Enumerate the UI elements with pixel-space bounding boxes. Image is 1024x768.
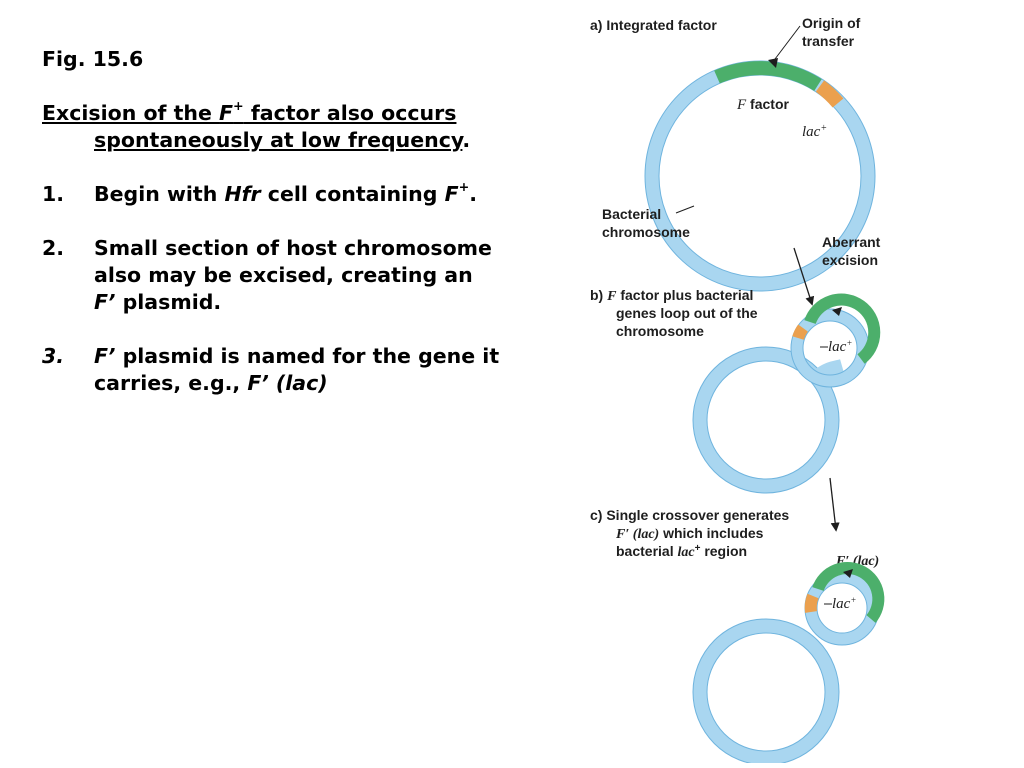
item-number: 2. xyxy=(42,236,65,260)
origin-arrow-icon-b xyxy=(832,307,842,316)
panel-c-line3: bacterial lac+ region xyxy=(616,543,747,560)
list-item-1: 1. Begin with Hfr cell containing F+. xyxy=(42,179,478,206)
bacterial-chromosome-c xyxy=(692,618,840,763)
f-factor-segment xyxy=(714,61,822,91)
origin-label-1: Origin of xyxy=(802,15,861,31)
f-factor-segment-b xyxy=(804,293,881,364)
lac-label-a: lac+ xyxy=(802,123,827,140)
f-factor-segment-c xyxy=(812,562,885,623)
lac-segment xyxy=(815,80,844,108)
heading-line1: Excision of the F+ factor also occurs xyxy=(42,98,457,125)
panel-c-line2: F′ (lac) which includes xyxy=(615,525,764,542)
f-factor-excision-diagram: a) Integrated factor Origin of transfer … xyxy=(590,15,885,763)
arrow-a-to-b xyxy=(793,247,815,306)
slide-text: Fig. 15.6 Excision of the F+ factor also… xyxy=(42,46,562,424)
aberrant-label-2: excision xyxy=(822,252,878,268)
fig-label: Fig. 15.6 xyxy=(42,47,144,71)
lac-label-c: lac+ xyxy=(832,595,856,612)
list-item-3: 3. F’ plasmid is named for the gene it c… xyxy=(42,344,500,395)
fprime-plasmid xyxy=(804,562,885,646)
panel-b-line2: genes loop out of the xyxy=(616,305,758,321)
panel-a-title: a) Integrated factor xyxy=(590,17,717,33)
panel-b-line1: b) F factor plus bacterial xyxy=(590,287,753,304)
lac-label-b: lac+ xyxy=(828,338,852,355)
list-item-2: 2. Small section of host chromosome also… xyxy=(42,236,492,314)
panel-c-line1: c) Single crossover generates xyxy=(590,507,789,523)
item-number: 1. xyxy=(42,182,65,206)
origin-arrow-icon xyxy=(768,58,778,68)
origin-label-2: transfer xyxy=(802,33,855,49)
origin-leader-line xyxy=(771,25,801,64)
bacterial-label-2: chromosome xyxy=(602,224,690,240)
item-number: 3. xyxy=(42,344,65,368)
arrow-b-to-c xyxy=(829,477,840,532)
lac-segment-b xyxy=(792,324,808,340)
aberrant-label-1: Aberrant xyxy=(822,234,881,250)
lac-segment-c xyxy=(804,593,819,613)
looped-chromosome xyxy=(692,293,881,494)
f-factor-label: F factor xyxy=(736,96,790,113)
integrated-chromosome xyxy=(644,58,876,292)
bacterial-leader-line xyxy=(675,205,695,214)
panel-b-line3: chromosome xyxy=(616,323,704,339)
heading-line2: spontaneously at low frequency. xyxy=(94,128,471,152)
bacterial-label-1: Bacterial xyxy=(602,206,661,222)
origin-arrow-icon-c xyxy=(843,569,853,578)
heading: Excision of the F+ factor also occurs sp… xyxy=(42,98,562,154)
